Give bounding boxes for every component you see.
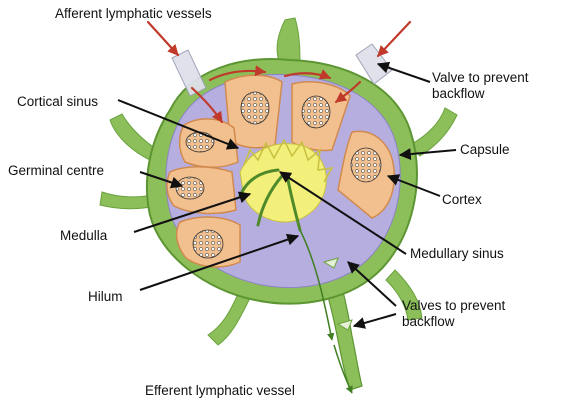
label-medullary-sinus: Medullary sinus — [410, 246, 504, 262]
label-afferent-lymphatic-vessels: Afferent lymphatic vessels — [55, 6, 212, 22]
label-efferent-lymphatic-vessel: Efferent lymphatic vessel — [145, 383, 295, 399]
label-valves-to-prevent-backflow: Valves to prevent backflow — [402, 298, 505, 330]
label-medulla: Medulla — [60, 228, 107, 244]
label-hilum: Hilum — [88, 289, 123, 305]
label-capsule: Capsule — [460, 142, 510, 158]
label-germinal-centre: Germinal centre — [8, 163, 104, 179]
label-valve-to-prevent-backflow: Valve to prevent backflow — [432, 70, 529, 102]
label-cortex: Cortex — [442, 192, 482, 208]
label-cortical-sinus: Cortical sinus — [17, 94, 98, 110]
